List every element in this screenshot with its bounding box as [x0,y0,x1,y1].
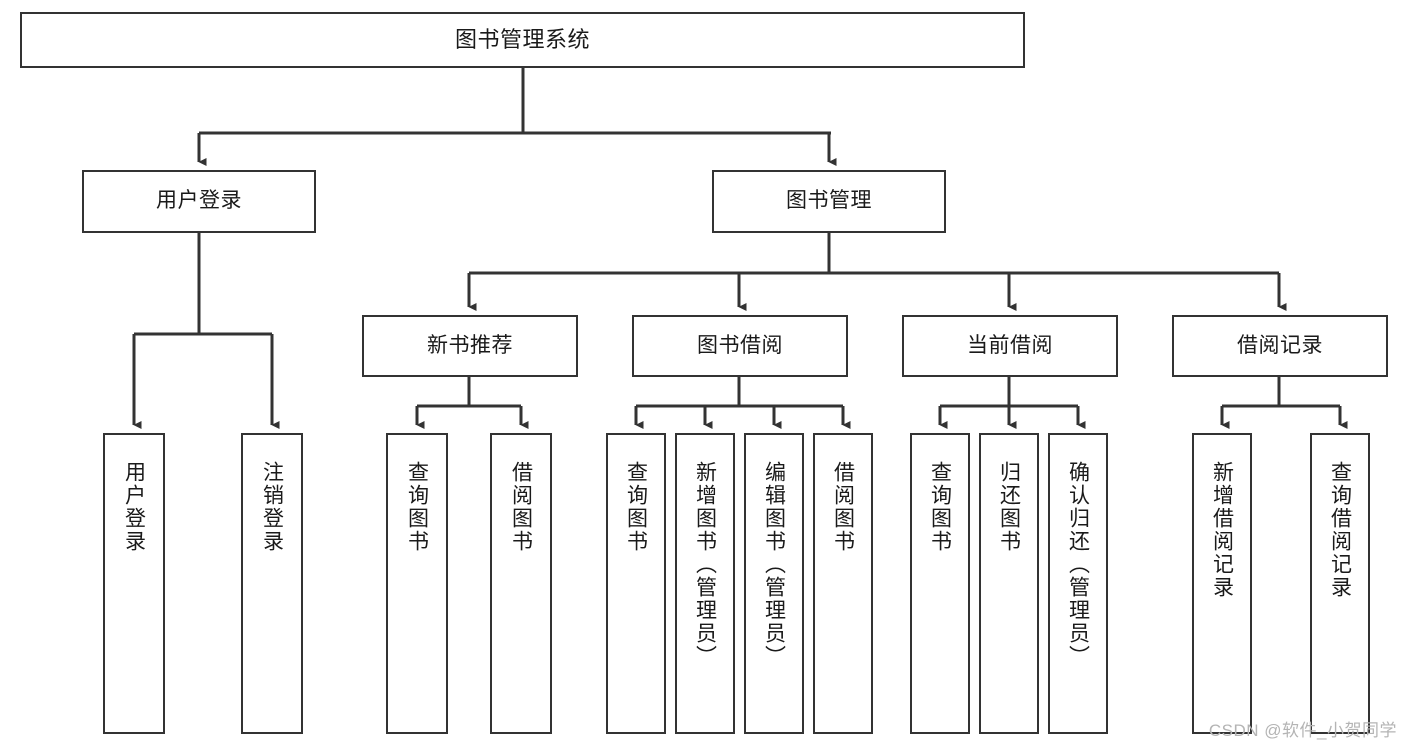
leaf-current-borrow-confirm-return[interactable]: 确认归还（管理员） [1048,433,1108,734]
node-label: 新增借阅记录 [1210,461,1234,599]
leaf-book-borrow-edit[interactable]: 编辑图书（管理员） [744,433,804,734]
node-label: 新书推荐 [427,333,513,357]
leaf-user-login-login[interactable]: 用户登录 [103,433,165,734]
node-label: 图书管理系统 [454,27,590,53]
node-label: 用户登录 [122,461,146,553]
leaf-user-login-logout[interactable]: 注销登录 [241,433,303,734]
node-user-login[interactable]: 用户登录 [82,170,316,233]
node-borrow-records[interactable]: 借阅记录 [1172,315,1388,377]
leaf-record-add[interactable]: 新增借阅记录 [1192,433,1252,734]
node-label: 新增图书（管理员） [693,461,717,668]
leaf-new-book-borrow[interactable]: 借阅图书 [490,433,552,734]
node-label: 注销登录 [260,461,284,553]
node-label: 图书借阅 [697,333,783,357]
node-book-management[interactable]: 图书管理 [712,170,946,233]
leaf-book-borrow-borrow[interactable]: 借阅图书 [813,433,873,734]
leaf-book-borrow-add[interactable]: 新增图书（管理员） [675,433,735,734]
node-book-borrowing[interactable]: 图书借阅 [632,315,848,377]
node-label: 归还图书 [997,461,1021,553]
node-label: 借阅图书 [509,461,533,553]
node-label: 查询图书 [405,461,429,553]
leaf-record-query[interactable]: 查询借阅记录 [1310,433,1370,734]
csdn-watermark: CSDN @软件_小贺同学 [1208,721,1397,740]
node-label: 确认归还（管理员） [1066,461,1090,668]
node-label: 编辑图书（管理员） [762,461,786,668]
leaf-new-book-query[interactable]: 查询图书 [386,433,448,734]
node-label: 当前借阅 [967,333,1053,357]
node-label: 借阅图书 [831,461,855,553]
node-label: 查询图书 [928,461,952,553]
node-current-borrowing[interactable]: 当前借阅 [902,315,1118,377]
node-label: 借阅记录 [1237,333,1323,357]
node-new-book-recommendation[interactable]: 新书推荐 [362,315,578,377]
node-root-system[interactable]: 图书管理系统 [20,12,1025,68]
leaf-book-borrow-query[interactable]: 查询图书 [606,433,666,734]
node-label: 查询借阅记录 [1328,461,1352,599]
leaf-current-borrow-query[interactable]: 查询图书 [910,433,970,734]
node-label: 图书管理 [786,189,872,213]
node-label: 用户登录 [156,189,242,213]
leaf-current-borrow-return[interactable]: 归还图书 [979,433,1039,734]
node-label: 查询图书 [624,461,648,553]
